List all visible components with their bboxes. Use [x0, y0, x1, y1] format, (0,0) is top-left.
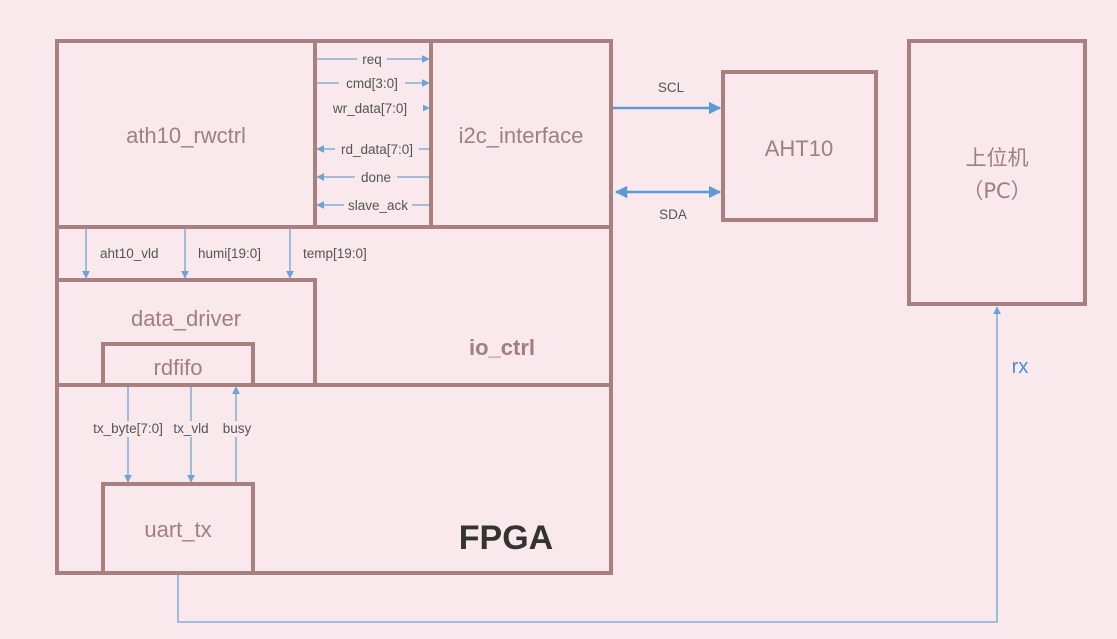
busy-label: busy: [223, 421, 252, 436]
rd-data-label: rd_data[7:0]: [341, 142, 413, 157]
slave-ack-label: slave_ack: [348, 198, 408, 213]
rdfifo-box: [101, 342, 255, 387]
done-label: done: [361, 170, 391, 185]
aht10-box: [721, 70, 878, 222]
cmd-label: cmd[3:0]: [346, 76, 398, 91]
ath10-rwctrl-label: ath10_rwctrl: [126, 123, 246, 148]
req-label: req: [362, 52, 382, 67]
humi-label: humi[19:0]: [198, 246, 261, 261]
host-label-line2: （PC）: [962, 179, 1031, 203]
wr-data-label: wr_data[7:0]: [332, 101, 407, 116]
fpga-label: FPGA: [459, 519, 553, 557]
data-driver-label: data_driver: [131, 306, 241, 331]
temp-label: temp[19:0]: [303, 246, 367, 261]
aht10-vld-label: aht10_vld: [100, 246, 159, 261]
io-ctrl-label: io_ctrl: [469, 335, 535, 360]
tx-vld-label: tx_vld: [173, 421, 208, 436]
scl-label: SCL: [658, 80, 685, 95]
aht10-label: AHT10: [765, 136, 833, 161]
rdfifo-label: rdfifo: [154, 355, 203, 380]
uart-tx-label: uart_tx: [144, 517, 211, 542]
uart-tx-box: [101, 482, 255, 575]
rx-line: [177, 306, 1001, 623]
i2c-interface-label: i2c_interface: [459, 123, 584, 148]
host-pc-box: [907, 39, 1087, 306]
sda-label: SDA: [659, 207, 687, 222]
host-label-line1: 上位机: [966, 146, 1029, 170]
rx-label: rx: [1012, 356, 1029, 378]
tx-byte-label: tx_byte[7:0]: [93, 421, 163, 436]
